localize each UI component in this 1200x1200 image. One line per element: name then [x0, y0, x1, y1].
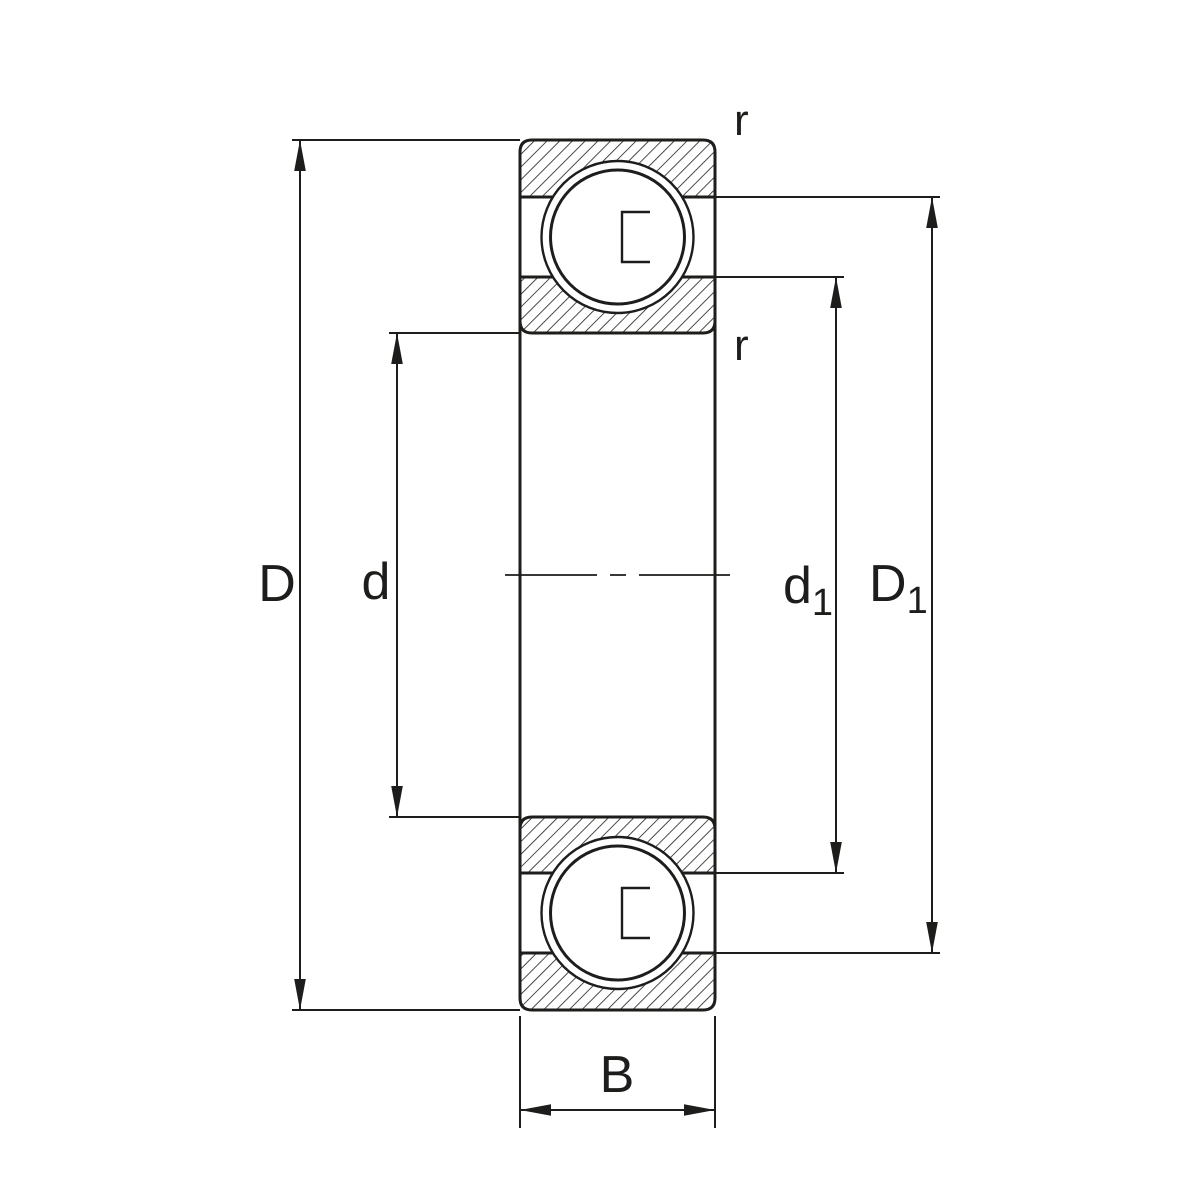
- dim-D-arrow-up: [294, 140, 306, 171]
- dim-d1-arrow-down: [830, 842, 842, 873]
- ball-top: [549, 168, 686, 306]
- dimension-bore-diameter: d: [362, 332, 520, 818]
- fillet-label-top: r: [734, 96, 749, 145]
- dim-B-arrow-left: [520, 1104, 551, 1116]
- dim-label-outer-diameter: D: [258, 555, 296, 613]
- dim-D1-arrow-up: [926, 197, 938, 228]
- dim-B-arrow-right: [684, 1104, 715, 1116]
- dimension-inner-shoulder: d1: [715, 276, 844, 874]
- dim-D-arrow-down: [294, 979, 306, 1010]
- ball-bottom: [549, 844, 686, 982]
- dim-label-bore-diameter: d: [362, 553, 391, 611]
- fillet-label-inner: r: [734, 321, 749, 370]
- dim-label-inner-shoulder-base: d: [783, 557, 812, 615]
- dimension-outer-shoulder: D1: [715, 196, 940, 954]
- dimension-outer-diameter: D: [258, 139, 520, 1011]
- dim-label-outer-shoulder-base: D: [869, 555, 907, 613]
- dim-D1-arrow-down: [926, 922, 938, 953]
- dim-d1-arrow-up: [830, 277, 842, 308]
- dim-label-inner-shoulder-sub: 1: [812, 582, 833, 624]
- dim-label-width: B: [600, 1046, 635, 1104]
- dim-label-inner-shoulder: d1: [783, 557, 833, 624]
- bearing-section: [505, 138, 730, 1012]
- dim-d-arrow-down: [391, 786, 403, 817]
- dimension-width: B: [519, 1016, 716, 1128]
- dim-label-outer-shoulder-sub: 1: [907, 580, 928, 622]
- ball-bottom-section-mark: [620, 886, 650, 940]
- ball-top-section-mark: [620, 210, 650, 264]
- dim-d-arrow-up: [391, 333, 403, 364]
- dim-label-outer-shoulder: D1: [869, 555, 928, 622]
